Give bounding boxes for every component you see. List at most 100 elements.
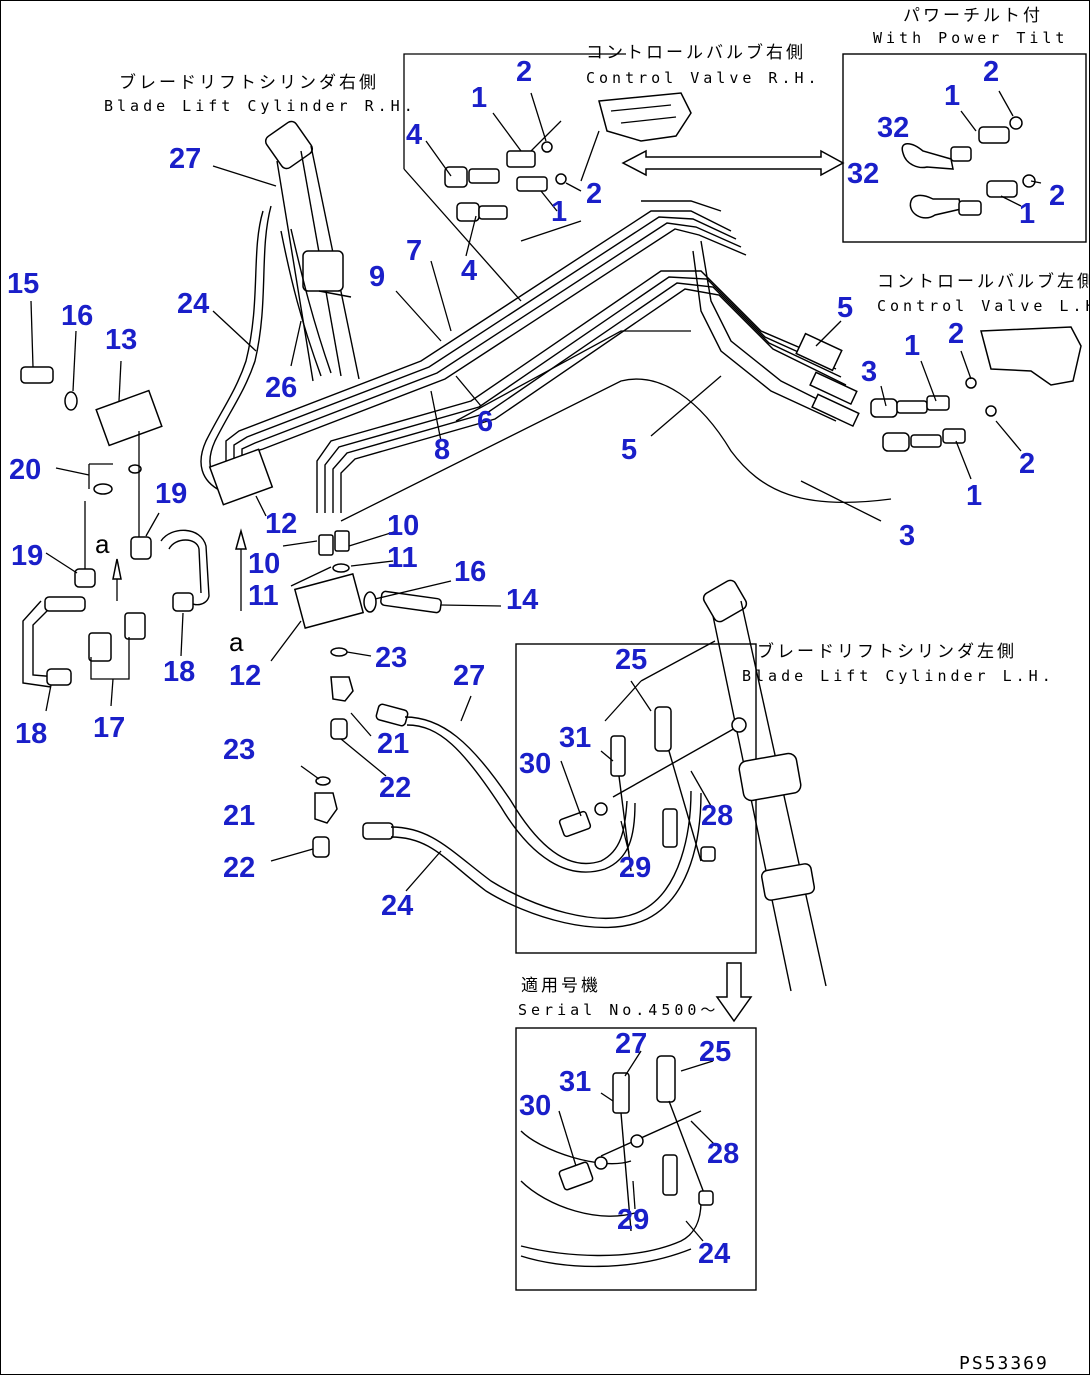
- callout-23: 23: [223, 734, 255, 766]
- reference-markers: a a: [95, 528, 247, 657]
- callout-22: 22: [379, 772, 411, 804]
- down-arrow: [715, 962, 753, 1023]
- callout-1: 1: [944, 80, 960, 112]
- callout-1: 1: [471, 82, 487, 114]
- callout-27: 27: [615, 1028, 647, 1060]
- callout-3: 3: [899, 520, 915, 552]
- frame-outline-3: [520, 220, 582, 242]
- callout-32: 32: [847, 158, 879, 190]
- callout-2: 2: [1049, 180, 1065, 212]
- rh-valve-fittings: [444, 141, 567, 222]
- control-valve-rh-bracket: [403, 53, 626, 169]
- callout-24: 24: [177, 288, 209, 320]
- callout-27: 27: [169, 143, 201, 175]
- callout-1: 1: [966, 480, 982, 512]
- serial-note-en: Serial No.4500～: [518, 1001, 719, 1019]
- callout-17: 17: [93, 712, 125, 744]
- callout-2: 2: [586, 178, 602, 210]
- ref-a-upper: a: [95, 529, 110, 559]
- ref-a-lower: a: [229, 627, 244, 657]
- callout-5: 5: [837, 292, 853, 324]
- callout-10: 10: [248, 548, 280, 580]
- callout-1: 1: [1019, 198, 1035, 230]
- callout-19: 19: [155, 478, 187, 510]
- callout-7: 7: [406, 235, 422, 267]
- callout-19: 19: [11, 540, 43, 572]
- ref-a-lower-arrow: [235, 528, 247, 550]
- callout-3: 3: [861, 356, 877, 388]
- blade-frame-outline: [340, 378, 892, 522]
- rh-cylinder-hoses: [200, 205, 332, 492]
- callout-28: 28: [707, 1138, 739, 1170]
- callout-13: 13: [105, 324, 137, 356]
- callout-22: 22: [223, 852, 255, 884]
- control-valve-rh-note-jp: コントロールバルブ右側: [586, 42, 806, 63]
- lh-lift-cylinder: [558, 579, 827, 992]
- control-valve-lh-note-en: Control Valve L.H.: [877, 297, 1090, 315]
- serial-detail-frame: [515, 1027, 757, 1291]
- main-pipes: [225, 200, 847, 513]
- callout-5: 5: [621, 434, 637, 466]
- rh-lift-cylinder: [264, 120, 360, 382]
- ref-a-upper-arrow: [112, 558, 122, 580]
- lh-cylinder-note-en: Blade Lift Cylinder L.H.: [742, 667, 1055, 685]
- control-valve-lh: [795, 326, 1082, 452]
- bracket-diagonal: [403, 168, 522, 302]
- callout-11: 11: [387, 542, 418, 574]
- callout-27: 27: [453, 660, 485, 692]
- frame-outline-2: [455, 330, 691, 422]
- drawing-code: PS53369: [959, 1353, 1049, 1374]
- callout-20: 20: [9, 454, 41, 486]
- control-valve-lh-note-jp: コントロールバルブ左側: [877, 271, 1090, 292]
- callout-4: 4: [461, 255, 477, 287]
- callout-21: 21: [377, 728, 409, 760]
- callout-10: 10: [387, 510, 419, 542]
- callout-18: 18: [15, 718, 47, 750]
- callout-29: 29: [617, 1204, 649, 1236]
- callout-14: 14: [506, 584, 538, 616]
- callout-21: 21: [223, 800, 255, 832]
- rh-cylinder-note-jp: ブレードリフトシリンダ右側: [119, 72, 379, 93]
- callout-23: 23: [375, 642, 407, 674]
- power-tilt-fittings: [901, 116, 1036, 219]
- power-tilt-note-jp: パワーチルト付: [903, 6, 1043, 26]
- callout-8: 8: [434, 434, 450, 466]
- callout-30: 30: [519, 748, 551, 780]
- callout-16: 16: [61, 300, 93, 332]
- callout-15: 15: [7, 268, 39, 300]
- callout-numbers: 1 1 1 1 1 1 2 2 2 2 2 2 3 3 4 4 5 5 6 7 …: [7, 56, 1065, 1270]
- serial-detail-parts: [520, 1055, 714, 1268]
- callout-29: 29: [619, 852, 651, 884]
- power-tilt-frame: [842, 53, 1087, 243]
- double-arrow: [621, 149, 845, 177]
- control-valve-rh-note-en: Control Valve R.H.: [586, 69, 821, 87]
- callout-2: 2: [948, 318, 964, 350]
- callout-25: 25: [615, 644, 647, 676]
- callout-28: 28: [701, 800, 733, 832]
- callout-1: 1: [551, 196, 567, 228]
- callout-2: 2: [1019, 448, 1035, 480]
- bottom-hoses: [362, 703, 702, 929]
- callout-32: 32: [877, 112, 909, 144]
- lh-cylinder-detail-frame: [515, 643, 757, 954]
- callout-9: 9: [369, 261, 385, 293]
- callout-6: 6: [477, 406, 493, 438]
- callout-26: 26: [265, 372, 297, 404]
- left-manifold-group: [20, 366, 442, 858]
- callout-24: 24: [698, 1238, 730, 1270]
- callout-12: 12: [265, 508, 297, 540]
- callout-2: 2: [983, 56, 999, 88]
- callout-2: 2: [516, 56, 532, 88]
- callout-12: 12: [229, 660, 261, 692]
- callout-24: 24: [381, 890, 413, 922]
- callout-11: 11: [248, 580, 279, 612]
- callout-31: 31: [559, 1066, 591, 1098]
- lh-cylinder-note-jp: ブレードリフトシリンダ左側: [757, 641, 1017, 662]
- serial-note-jp: 適用号機: [521, 976, 601, 996]
- power-tilt-note-en: With Power Tilt: [873, 29, 1068, 47]
- leader-lines: [30, 90, 1042, 1242]
- callout-25: 25: [699, 1036, 731, 1068]
- callout-4: 4: [406, 119, 422, 151]
